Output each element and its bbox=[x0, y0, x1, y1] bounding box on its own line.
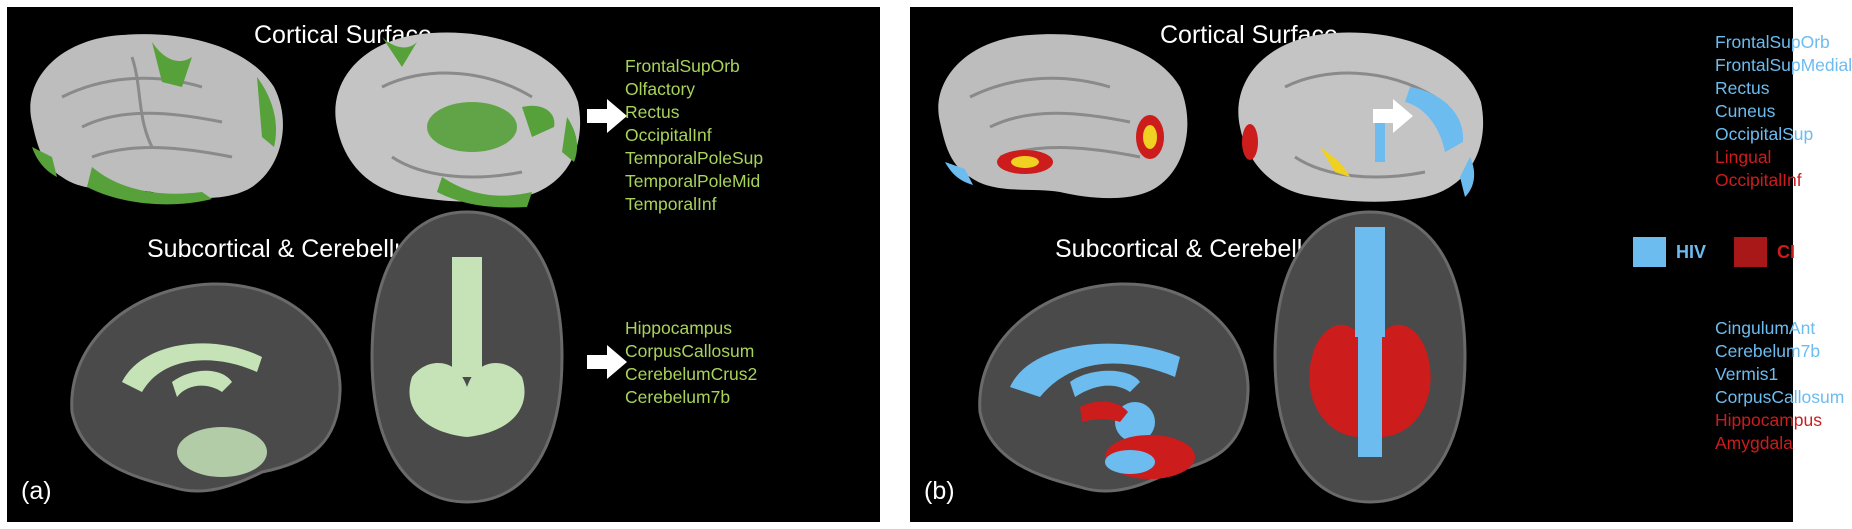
region-label: Olfactory bbox=[625, 79, 696, 99]
region-label: OccipitalInf bbox=[625, 125, 712, 145]
legend: HIV CI bbox=[1633, 237, 1795, 267]
lateral-cortex-image bbox=[938, 34, 1188, 199]
medial-cortex-image bbox=[335, 32, 581, 208]
panel-label: (b) bbox=[924, 477, 955, 505]
ci-legend-label: CI bbox=[1777, 241, 1796, 262]
panel-label: (a) bbox=[21, 477, 52, 505]
subcortical-title: Subcortical & Cerebellum bbox=[147, 235, 430, 263]
cortical-region-list: FrontalSupOrb FrontalSupMedial Rectus Cu… bbox=[1715, 31, 1852, 192]
arrow-right-icon bbox=[587, 99, 627, 133]
hiv-swatch bbox=[1633, 237, 1666, 267]
hiv-region-label: OccipitalSup bbox=[1715, 124, 1814, 144]
hiv-region-label: CorpusCallosum bbox=[1715, 387, 1845, 407]
ci-region-label: Amygdala bbox=[1715, 433, 1793, 453]
subcortical-title: Subcortical & Cerebellum bbox=[1055, 235, 1338, 263]
panel-a: Cortical Surface Subcortical & Cerebellu… bbox=[7, 7, 880, 522]
axial-subcortical-image bbox=[370, 210, 564, 504]
ci-swatch bbox=[1734, 237, 1768, 267]
sagittal-subcortical-image bbox=[70, 282, 342, 493]
hiv-region-label: Cuneus bbox=[1715, 101, 1776, 121]
ci-region-label: OccipitalInf bbox=[1715, 170, 1802, 190]
ci-region-label: Hippocampus bbox=[1715, 410, 1822, 430]
hiv-region-label: FrontalSupMedial bbox=[1715, 55, 1852, 75]
region-label: CorpusCallosum bbox=[625, 341, 755, 361]
region-label: FrontalSupOrb bbox=[625, 56, 740, 76]
region-label: CerebelumCrus2 bbox=[625, 364, 758, 384]
region-label: Hippocampus bbox=[625, 318, 732, 338]
hiv-region-label: Vermis1 bbox=[1715, 364, 1779, 384]
axial-subcortical-image bbox=[1273, 210, 1467, 504]
subcortical-region-list: Hippocampus CorpusCallosum CerebelumCrus… bbox=[625, 317, 757, 409]
region-label: Cerebelum7b bbox=[625, 387, 731, 407]
region-label: TemporalInf bbox=[625, 194, 717, 214]
medial-cortex-image bbox=[1238, 32, 1484, 202]
region-label: TemporalPoleSup bbox=[625, 148, 764, 168]
hiv-region-label: FrontalSupOrb bbox=[1715, 32, 1830, 52]
panel-b: Cortical Surface Subcortical & Cerebellu… bbox=[910, 7, 1852, 522]
region-label: TemporalPoleMid bbox=[625, 171, 761, 191]
arrow-right-icon bbox=[1373, 99, 1413, 133]
region-label: Rectus bbox=[625, 102, 680, 122]
hiv-region-label: Cerebelum7b bbox=[1715, 341, 1821, 361]
cortical-region-list: FrontalSupOrb Olfactory Rectus Occipital… bbox=[625, 55, 763, 216]
sagittal-subcortical-image bbox=[978, 282, 1250, 493]
hiv-region-label: CingulumAnt bbox=[1715, 318, 1816, 338]
arrow-right-icon bbox=[587, 345, 627, 379]
hiv-legend-label: HIV bbox=[1676, 241, 1707, 262]
hiv-region-label: Rectus bbox=[1715, 78, 1770, 98]
subcortical-region-list: CingulumAnt Cerebelum7b Vermis1 CorpusCa… bbox=[1715, 317, 1844, 455]
ci-region-label: Lingual bbox=[1715, 147, 1772, 167]
lateral-cortex-image bbox=[30, 34, 283, 205]
